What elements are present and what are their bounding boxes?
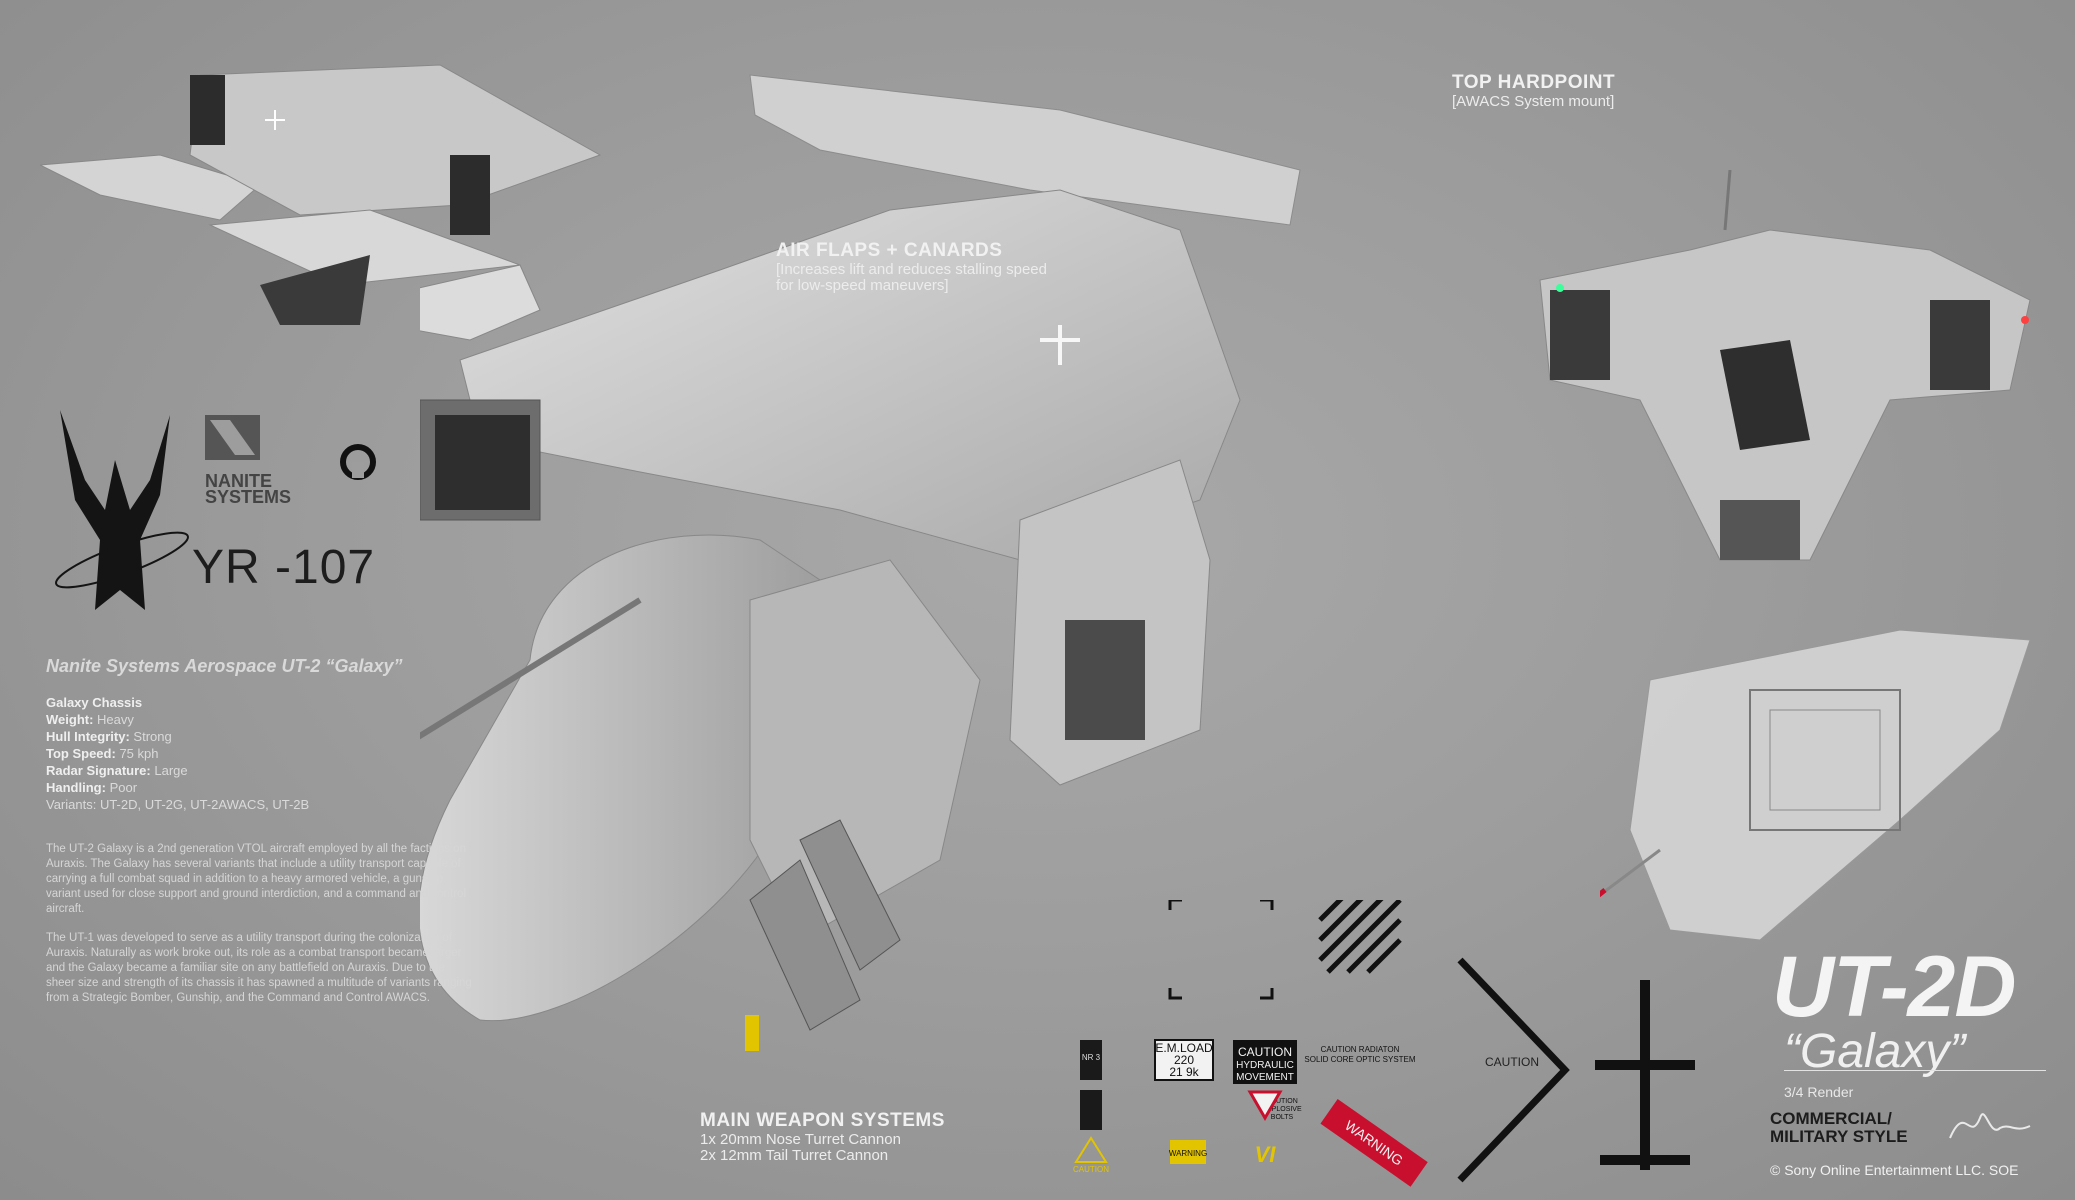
main-ship-render: [420, 74, 1301, 1051]
description: The UT-2 Galaxy is a 2nd generation VTOL…: [46, 842, 476, 1020]
spec-variants: Variants: UT-2D, UT-2G, UT-2AWACS, UT-2B: [46, 797, 310, 812]
eagle-icon: [60, 410, 170, 610]
spec-list: Galaxy Chassis Weight: Heavy Hull Integr…: [46, 694, 309, 813]
spec-hull-value: Strong: [133, 729, 172, 744]
spec-title: Nanite Systems Aerospace UT-2 “Galaxy”: [46, 656, 403, 676]
spec-weight-label: Weight:: [46, 712, 94, 727]
artist-signature-icon: [1949, 1113, 2031, 1139]
caution-triangle-icon: [1074, 1136, 1108, 1163]
caution-small-text: CAUTION: [1073, 1165, 1109, 1174]
callout-subtitle: [Increases lift and reduces stalling spe…: [776, 261, 1047, 294]
caution-hyd-line2: HYDRAULIC: [1236, 1060, 1294, 1071]
nanite-logo-icon: [205, 415, 260, 460]
spec-radar-label: Radar Signature:: [46, 763, 151, 778]
circular-emblem-icon: [340, 444, 376, 480]
warning-yellow-decal: [1170, 1140, 1206, 1164]
triangle-warning-icon: [1247, 1090, 1283, 1122]
callout-title: AIR FLAPS + CANARDS: [776, 240, 1003, 261]
callout-top-hardpoint: TOP HARDPOINT [AWACS System mount]: [1452, 72, 1615, 110]
callout-air-flaps: AIR FLAPS + CANARDS [Increases lift and …: [776, 240, 1056, 294]
wordmark-line1: NANITE: [205, 471, 272, 491]
spec-radar-value: Large: [154, 763, 188, 778]
emload-line3: 21 9k: [1169, 1065, 1199, 1079]
caution-expl-line3: BOLTS: [1271, 1114, 1294, 1121]
spec-handling-label: Handling:: [46, 780, 106, 795]
caution-expl-line2: EXPLOSIVE: [1262, 1106, 1302, 1113]
emload-line1: E.M.LOAD: [1155, 1041, 1213, 1055]
description-paragraph: The UT-2 Galaxy is a 2nd generation VTOL…: [46, 843, 467, 915]
warning-small-text: WARNING: [1169, 1149, 1207, 1158]
emload-decal: [1154, 1039, 1214, 1081]
callout-line2: 2x 12mm Tail Turret Cannon: [700, 1147, 889, 1164]
wordmark-line2: SYSTEMS: [205, 487, 292, 507]
nanite-systems-wordmark: NANITE SYSTEMS: [205, 471, 292, 507]
caution-hyd-line3: MOVEMENT: [1236, 1072, 1294, 1083]
callout-subtitle: [AWACS System mount]: [1452, 93, 1615, 110]
warning-red-banner: WARNING: [1320, 1099, 1428, 1187]
copyright-notice: © Sony Online Entertainment LLC. SOE: [1770, 1162, 2019, 1178]
style-line2: MILITARY STYLE: [1770, 1127, 1908, 1146]
designation-label: YR -107: [192, 541, 376, 594]
spec-chassis: Galaxy Chassis: [46, 695, 143, 710]
render-label: 3/4 Render: [1784, 1084, 1854, 1100]
vi-mark: VI: [1255, 1142, 1277, 1167]
rear-view-render: [1539, 170, 2031, 561]
top-view-render: [40, 64, 602, 325]
callout-title: TOP HARDPOINT: [1452, 72, 1616, 93]
electric-hazard-icon: [1080, 1090, 1102, 1130]
callout-line1: 1x 20mm Nose Turret Cannon: [700, 1131, 901, 1148]
style-line1: COMMERCIAL/: [1770, 1109, 1892, 1128]
spec-weight-value: Heavy: [97, 712, 134, 727]
callout-main-weapons: MAIN WEAPON SYSTEMS 1x 20mm Nose Turret …: [700, 1110, 945, 1164]
decal-sheet: NR 3 E.M.LOAD 220 21 9k CAUTION HYDRAULI…: [1073, 900, 1428, 1187]
nr3-decal-icon: [1080, 1040, 1102, 1080]
caution-arrow-icon: CAUTION: [1457, 957, 1570, 1183]
description-paragraph: The UT-1 was developed to serve as a uti…: [46, 932, 472, 1004]
divider: [1784, 1070, 2046, 1071]
model-name: UT-2D: [1772, 939, 2016, 1035]
style-label: COMMERCIAL/ MILITARY STYLE: [1770, 1110, 1908, 1146]
target-frame-icon: [1168, 900, 1274, 1000]
spec-speed-value: 75 kph: [119, 746, 159, 761]
logo-group: [55, 410, 376, 610]
caution-expl-line1: CAUTION: [1266, 1098, 1298, 1105]
nr3-text: NR 3: [1082, 1053, 1101, 1062]
model-nickname: “Galaxy”: [1784, 1025, 1966, 1078]
callout-title: MAIN WEAPON SYSTEMS: [700, 1110, 945, 1131]
xray-view-render: [1600, 629, 2031, 941]
caution-hydraulic-decal: [1233, 1040, 1297, 1084]
spec-handling-value: Poor: [109, 780, 138, 795]
caution-hyd-line1: CAUTION: [1238, 1045, 1292, 1059]
caution-arrow-text: CAUTION: [1485, 1055, 1539, 1069]
emload-line2: 220: [1174, 1053, 1194, 1067]
spec-speed-label: Top Speed:: [46, 746, 116, 761]
hatch-pattern-icon: [1318, 900, 1402, 974]
caution-rad-line2: SOLID CORE OPTIC SYSTEM: [1304, 1055, 1415, 1064]
caution-rad-line1: CAUTION RADIATON: [1321, 1045, 1400, 1054]
spec-hull-label: Hull Integrity:: [46, 729, 130, 744]
cross-insignia-icon: [1595, 980, 1695, 1170]
